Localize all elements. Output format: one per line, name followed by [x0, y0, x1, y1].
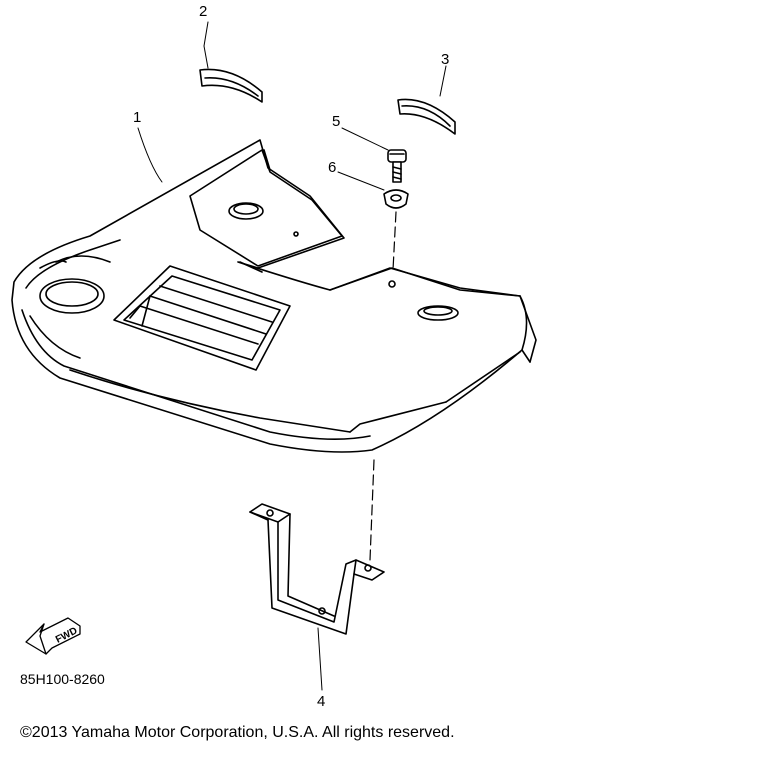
part-4-bracket [249, 503, 385, 635]
part-1-cover [11, 139, 537, 453]
part-6-grommet [383, 189, 409, 209]
callout-6: 6 [328, 159, 337, 176]
part-3-pad [397, 98, 456, 135]
callout-3: 3 [441, 51, 450, 68]
callout-4: 4 [317, 693, 326, 710]
copyright-notice: ©2013 Yamaha Motor Corporation, U.S.A. A… [20, 724, 455, 741]
callout-5: 5 [332, 113, 341, 130]
fwd-arrow-icon [25, 617, 81, 655]
callout-2: 2 [199, 3, 208, 20]
callout-1: 1 [133, 109, 142, 126]
assembly-guide-lines [369, 211, 397, 561]
part-5-screw [387, 149, 407, 183]
diagram-code: 85H100-8260 [20, 671, 105, 687]
part-2-pad [199, 68, 263, 103]
leader-lines [137, 21, 447, 691]
